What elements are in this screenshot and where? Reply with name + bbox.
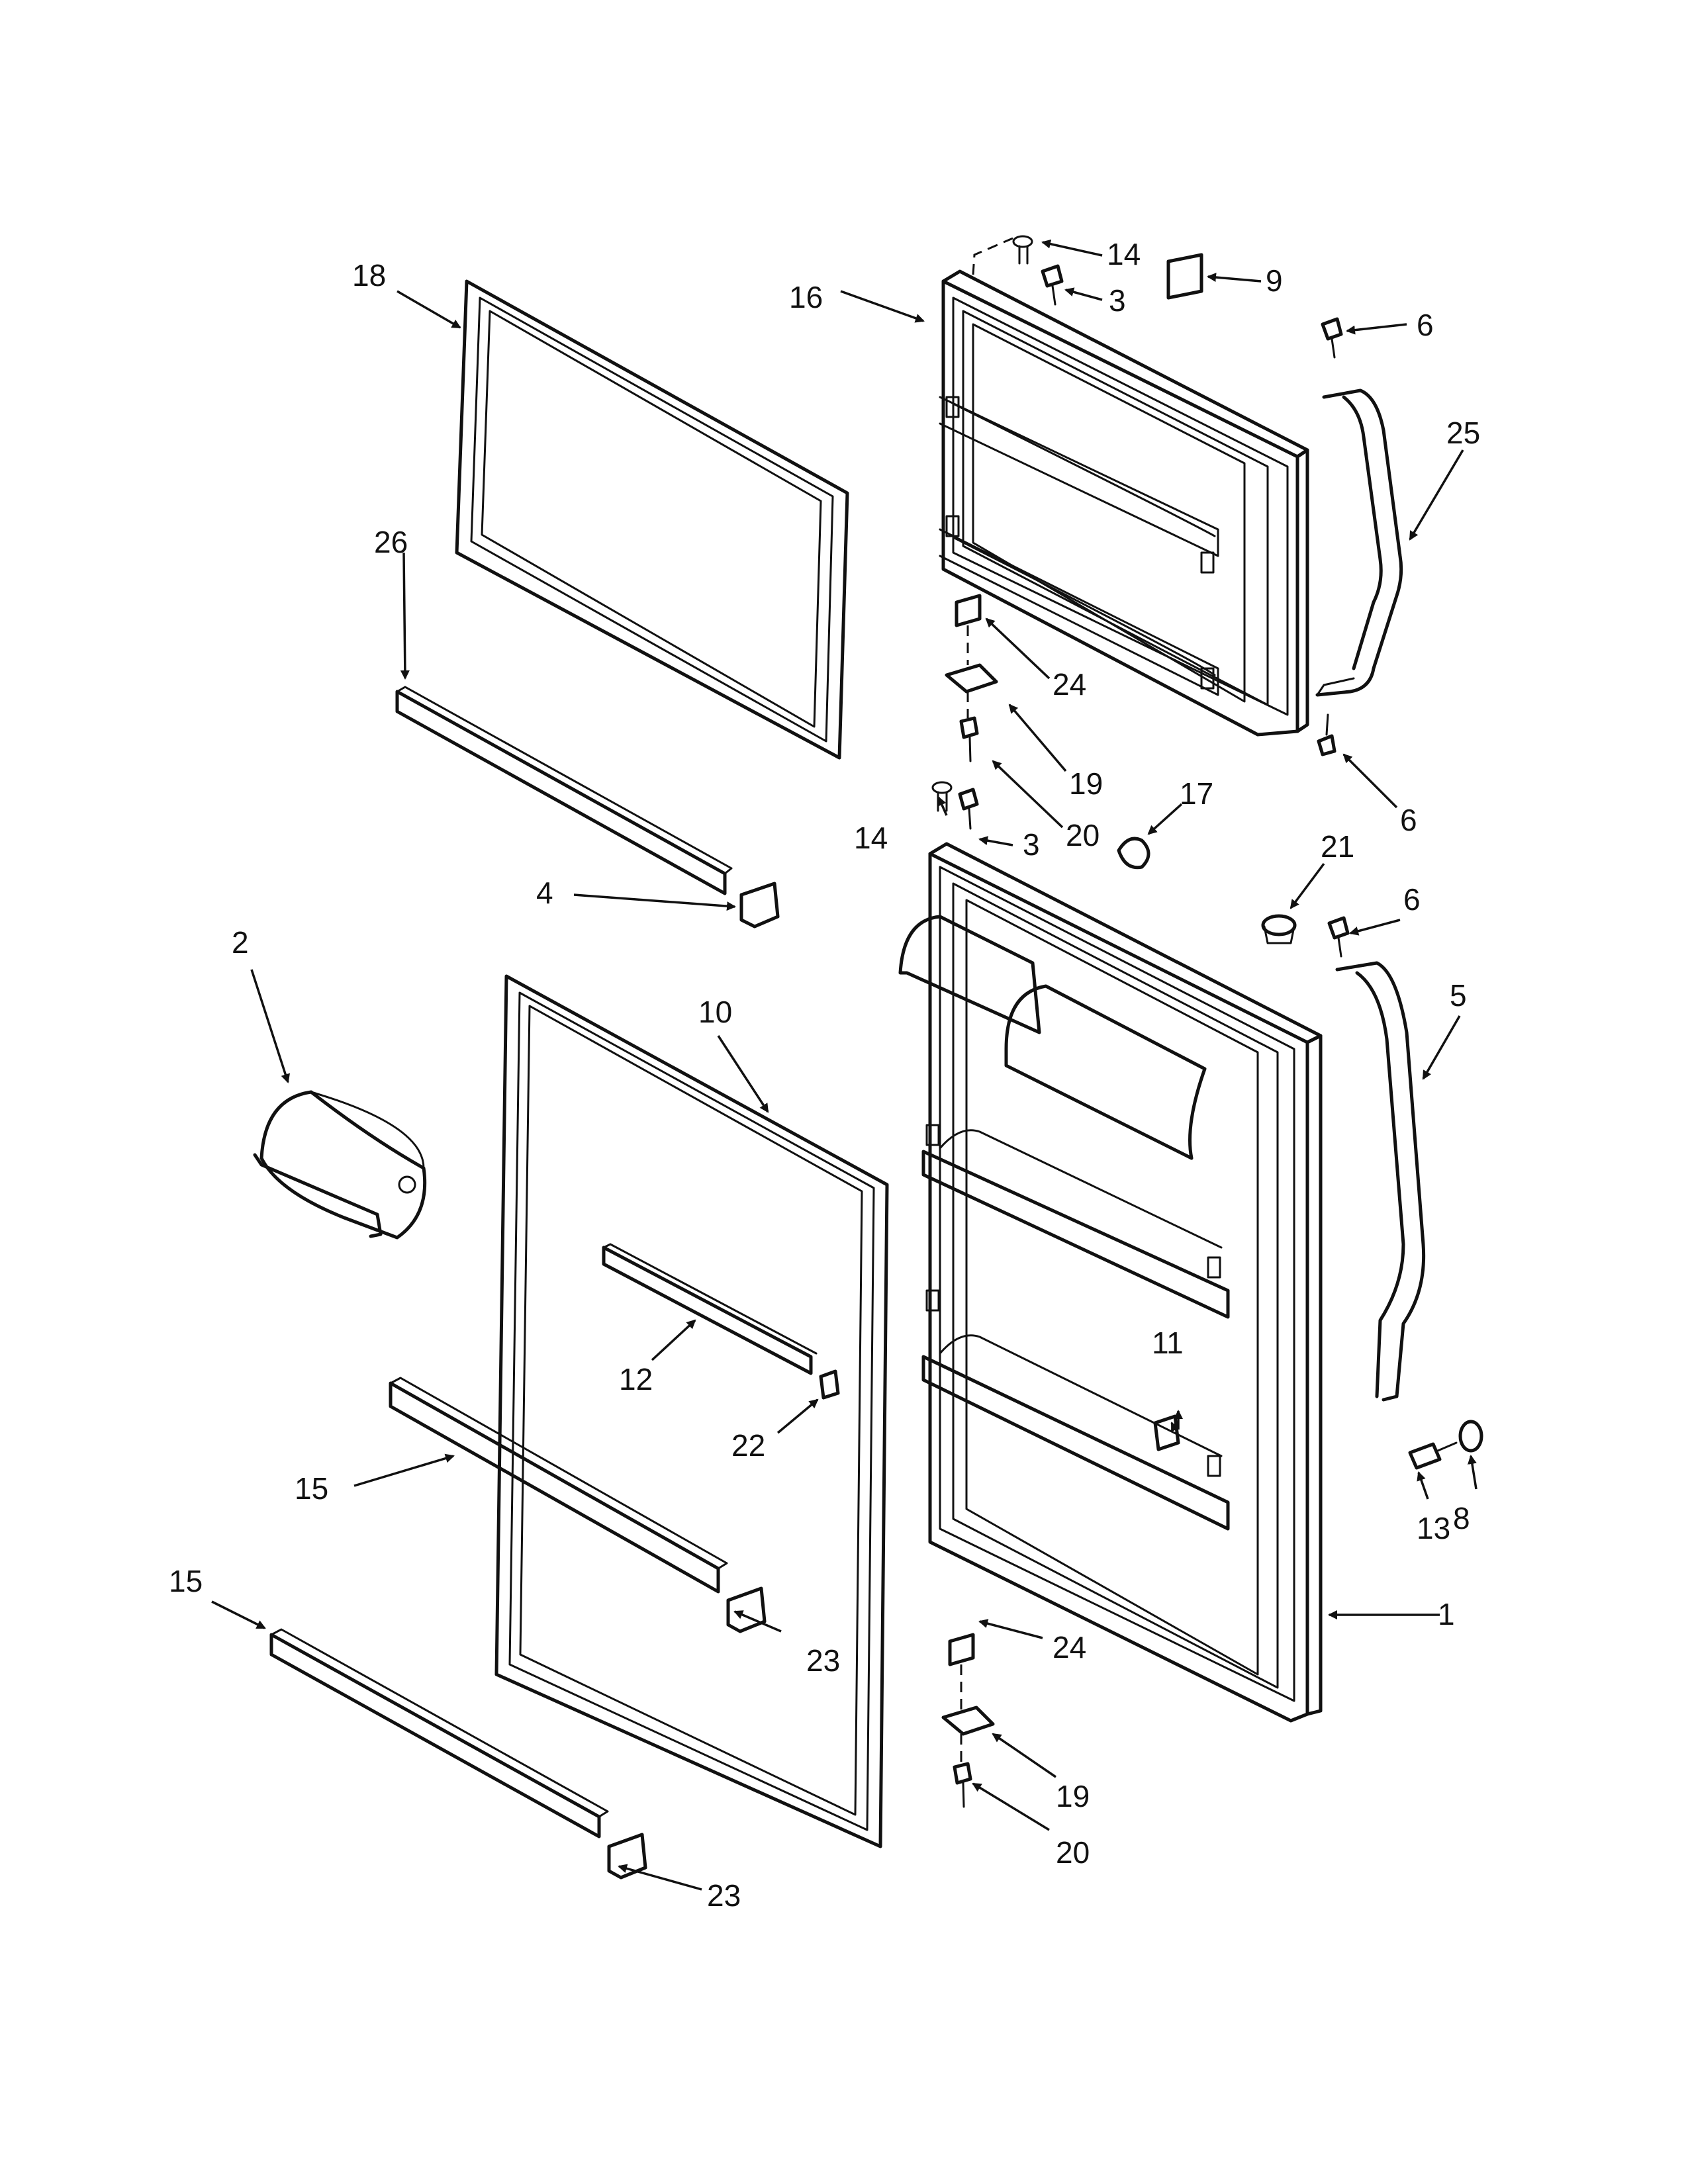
callout-8: 13	[1417, 1511, 1450, 1545]
fresh-food-shelf-rail-middle	[389, 1377, 728, 1594]
handle-screw-upper	[1321, 317, 1343, 359]
label-plate	[1166, 253, 1203, 300]
callout-5: 5	[1450, 978, 1467, 1013]
center-hinge-bracket	[955, 594, 982, 665]
callout-6-fresh-food: 6	[1403, 882, 1421, 917]
fresh-food-door-gasket	[494, 974, 889, 1848]
door-strike	[1153, 1414, 1180, 1451]
callout-9: 10	[698, 995, 732, 1029]
handle-screw-lower	[1317, 713, 1336, 756]
callout-24-lower: 24	[1053, 1630, 1086, 1664]
callout-2: 2	[232, 925, 249, 960]
callout-20-upper: 20	[1066, 818, 1100, 852]
callout-6-upper: 6	[1417, 308, 1434, 342]
shelf-end-cap-lower	[607, 1833, 647, 1880]
callout-25: 25	[1446, 416, 1480, 450]
callout-3-top: 3	[1109, 283, 1126, 318]
shelf-end-cap	[739, 882, 780, 929]
callout-15-lower: 15	[169, 1564, 203, 1598]
fresh-food-shelf-rail-lower	[269, 1628, 609, 1839]
callout-19-lower: 19	[1056, 1779, 1090, 1813]
fresh-food-door-handle	[1335, 961, 1426, 1402]
callout-1: 1	[1438, 1597, 1455, 1631]
fresh-food-door	[898, 842, 1323, 1723]
freezer-door-handle	[1315, 388, 1403, 697]
hole-plug	[1261, 914, 1297, 944]
dairy-compartment-door	[253, 1090, 427, 1240]
freezer-shelf-rail	[395, 686, 733, 895]
callout-20-lower: 20	[1056, 1835, 1090, 1870]
callout-6-lower: 6	[1400, 803, 1417, 837]
callout-18: 18	[352, 258, 386, 293]
callout-labels: 18 26 16 14 3 9 6 25 24 19 20 6 17 14 3 …	[169, 237, 1480, 1913]
callout-24-upper: 24	[1053, 667, 1086, 702]
callout-21: 21	[1321, 829, 1354, 864]
freezer-door-gasket	[455, 279, 849, 760]
bottom-hinge-bracket	[948, 1633, 975, 1711]
fresh-food-shelf-rail-upper	[602, 1243, 818, 1375]
shelf-end-cap-middle	[726, 1586, 767, 1633]
shelf-rail-clip	[819, 1369, 840, 1400]
callout-14-top: 14	[1107, 237, 1141, 271]
callout-11: 9	[1266, 263, 1283, 298]
callout-19-upper: 19	[1069, 766, 1103, 801]
callout-4: 4	[536, 876, 553, 910]
callout-14-middle: 14	[854, 821, 888, 855]
hinge-screw-top	[1041, 264, 1064, 306]
callout-22: 22	[731, 1428, 765, 1463]
callout-10: 8	[1453, 1501, 1470, 1535]
door-stop	[1117, 837, 1150, 870]
hinge-pin-top	[1012, 235, 1033, 265]
hinge-screw-middle	[958, 788, 979, 830]
callout-16: 16	[789, 280, 823, 314]
bottom-hinge-screw	[953, 1762, 972, 1808]
handle-screw-fresh-food	[1327, 916, 1350, 958]
callout-17: 17	[1180, 776, 1213, 811]
handle-screw-cover	[1458, 1420, 1483, 1453]
callout-26: 26	[374, 525, 408, 559]
callout-23-lower: 23	[707, 1878, 741, 1913]
callout-3-middle: 3	[1023, 827, 1040, 862]
handle-mount-screw	[1408, 1441, 1458, 1470]
callout-15-middle: 15	[295, 1471, 328, 1506]
bottom-hinge	[941, 1706, 995, 1764]
callout-23-middle: 23	[806, 1643, 840, 1678]
center-hinge-screw	[959, 716, 979, 762]
callout-13: 12	[619, 1362, 653, 1396]
callout-12: 11	[1152, 1326, 1184, 1360]
center-hinge	[945, 663, 998, 718]
leader-lines	[211, 239, 1477, 1891]
freezer-door	[939, 269, 1309, 737]
